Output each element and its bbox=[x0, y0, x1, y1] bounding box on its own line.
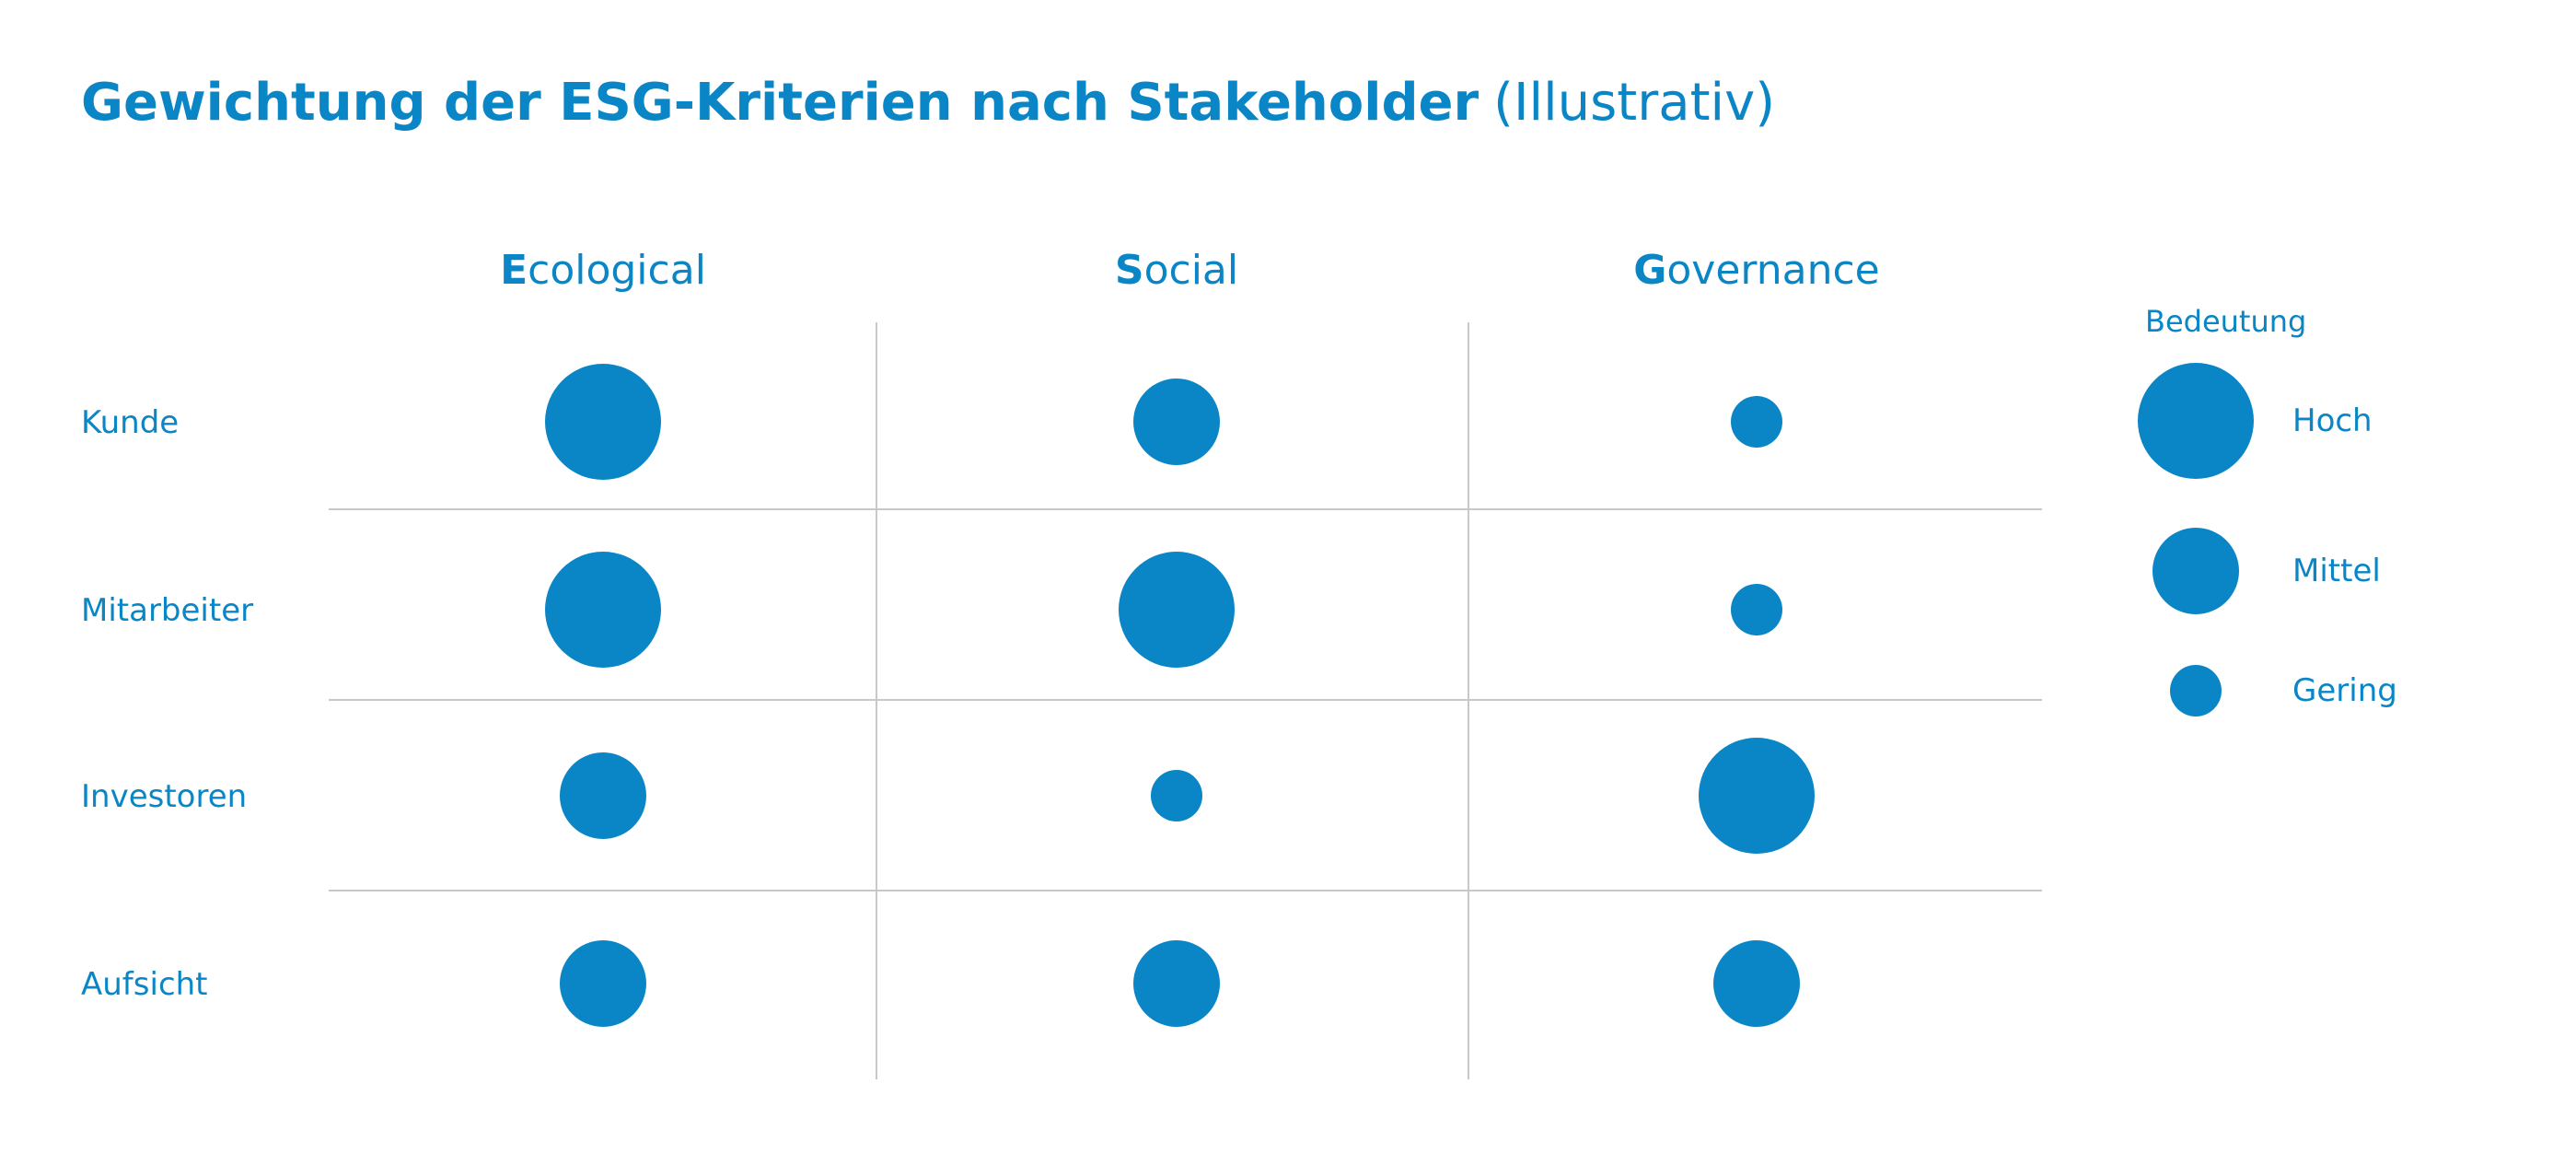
row-label: Mitarbeiter bbox=[81, 592, 253, 629]
column-header-rest: ocial bbox=[1144, 247, 1239, 294]
bubble-hoch bbox=[1699, 738, 1815, 854]
bubble-mittel bbox=[1133, 940, 1220, 1027]
column-header: Social bbox=[1115, 247, 1238, 294]
legend-label: Gering bbox=[2292, 672, 2397, 709]
legend-bubble-hoch bbox=[2138, 363, 2254, 479]
bubble-gering bbox=[1731, 584, 1782, 635]
column-header-initial: E bbox=[500, 247, 528, 294]
legend-label: Mittel bbox=[2292, 553, 2381, 589]
bubble-hoch bbox=[1119, 552, 1235, 668]
column-header-rest: cological bbox=[528, 247, 706, 294]
bubble-gering bbox=[1731, 396, 1782, 448]
column-header-initial: G bbox=[1633, 247, 1666, 294]
row-label: Investoren bbox=[81, 778, 247, 815]
bubbles bbox=[545, 364, 1815, 1027]
bubble-hoch bbox=[545, 552, 661, 668]
bubble-mittel bbox=[560, 940, 646, 1027]
column-header: Ecological bbox=[500, 247, 706, 294]
bubble-mittel bbox=[560, 752, 646, 839]
chart-title: Gewichtung der ESG-Kriterien nach Stakeh… bbox=[81, 73, 1479, 133]
bubble-mittel bbox=[1713, 940, 1800, 1027]
column-header-rest: overnance bbox=[1666, 247, 1879, 294]
column-header: Governance bbox=[1633, 247, 1879, 294]
svg-text:Gewichtung der ESG-Kriterien n: Gewichtung der ESG-Kriterien nach Stakeh… bbox=[81, 73, 1775, 133]
bubble-mittel bbox=[1133, 379, 1220, 465]
chart-subtitle: (Illustrativ) bbox=[1493, 73, 1775, 133]
bubble-hoch bbox=[545, 364, 661, 480]
column-header-initial: S bbox=[1115, 247, 1144, 294]
row-label: Aufsicht bbox=[81, 966, 208, 1003]
column-headers: Ecological Social Governance bbox=[500, 247, 1880, 294]
legend-bubble-mittel bbox=[2152, 528, 2239, 614]
legend-bubble-gering bbox=[2170, 665, 2222, 716]
bubble-gering bbox=[1151, 770, 1202, 821]
chart-title-group: Gewichtung der ESG-Kriterien nach Stakeh… bbox=[81, 73, 1775, 133]
row-label: Kunde bbox=[81, 404, 179, 441]
legend-title: Bedeutung bbox=[2145, 304, 2306, 339]
legend-label: Hoch bbox=[2292, 402, 2373, 439]
grid-lines bbox=[329, 322, 2042, 1079]
